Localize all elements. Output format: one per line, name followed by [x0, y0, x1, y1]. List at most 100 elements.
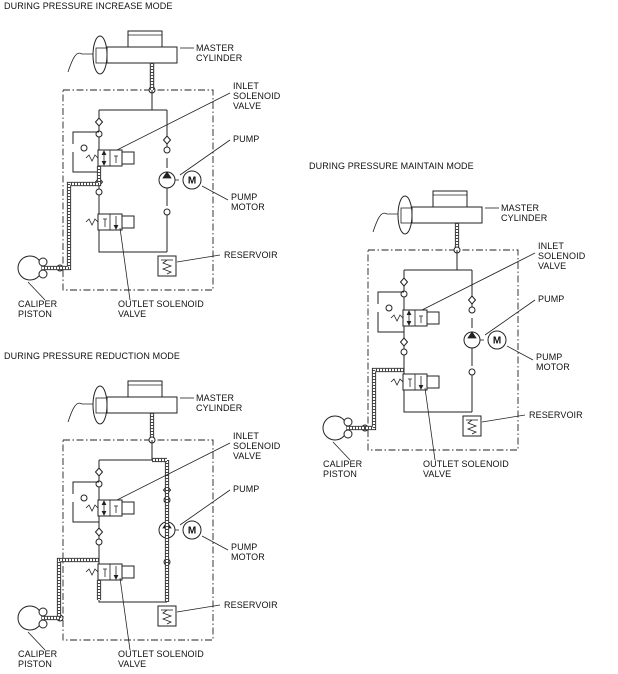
master-cylinder	[372, 190, 483, 235]
label-outlet-valve-line: OUTLET SOLENOID	[118, 649, 204, 659]
leader-pump	[179, 139, 231, 176]
label-pump-line: PUMP	[233, 134, 259, 144]
leader-caliper	[27, 631, 46, 651]
leader-motor	[201, 185, 229, 201]
reservoir	[157, 605, 177, 627]
inlet-bypass-lower	[72, 502, 99, 523]
master-cylinder	[67, 30, 178, 75]
reservoir	[462, 415, 482, 437]
label-caliper-piston-line: PISTON	[323, 469, 357, 479]
pump	[463, 331, 484, 349]
pump-outlet-circle	[468, 306, 476, 314]
label-inlet-valve-line: INLET	[233, 81, 259, 91]
label-master-cylinder-line: MASTER	[196, 393, 235, 403]
mode-title: DURING PRESSURE REDUCTION MODE	[4, 351, 180, 361]
pump-arrow	[162, 171, 172, 179]
mid-filter	[400, 348, 408, 356]
label-pump-motor-line: PUMP	[231, 192, 257, 202]
mode-title: DURING PRESSURE INCREASE MODE	[4, 1, 172, 11]
motor-letter: M	[493, 336, 501, 347]
caliper-piston	[322, 415, 353, 441]
label-pump-line: PUMP	[233, 484, 259, 494]
label-pump-motor-line: MOTOR	[231, 202, 265, 212]
leader-motor	[201, 535, 229, 551]
pump-arrow	[467, 331, 477, 339]
leader-reservoir	[481, 414, 526, 423]
label-master-cylinder-line: MASTER	[501, 203, 540, 213]
leader-inlet	[116, 92, 231, 151]
pump-check-upper	[162, 135, 172, 145]
label-pump: PUMP	[538, 294, 564, 304]
label-reservoir-line: RESERVOIR	[224, 250, 278, 260]
inlet-solenoid-valve	[385, 304, 440, 327]
label-inlet-valve-line: SOLENOID	[233, 441, 281, 451]
label-inlet-valve-line: SOLENOID	[233, 91, 281, 101]
label-pump-motor-line: MOTOR	[231, 552, 265, 562]
inlet-solenoid-valve	[80, 144, 135, 167]
leader-pump	[484, 299, 536, 336]
label-pump-motor-line: PUMP	[536, 352, 562, 362]
mode-title: DURING PRESSURE MAINTAIN MODE	[309, 161, 474, 171]
mid-check-valve	[94, 527, 104, 537]
leader-outlet	[424, 387, 436, 461]
pump-motor: M	[182, 170, 202, 190]
inlet-bypass-upper	[72, 481, 99, 494]
inlet-bypass-upper	[72, 131, 99, 144]
label-outlet-valve-line: VALVE	[118, 659, 146, 669]
outlet-to-reservoir	[403, 390, 472, 413]
label-pump-line: PUMP	[538, 294, 564, 304]
label-outlet-valve-line: OUTLET SOLENOID	[118, 299, 204, 309]
hatch-held-caliper	[365, 367, 404, 431]
reservoir	[157, 255, 177, 277]
label-reservoir-line: RESERVOIR	[224, 600, 278, 610]
label-pump-motor-line: PUMP	[231, 542, 257, 552]
hydraulic-unit-box	[62, 439, 214, 641]
leader-caliper	[332, 441, 351, 461]
label-reservoir: RESERVOIR	[224, 250, 278, 260]
label-caliper-piston-line: CALIPER	[323, 459, 363, 469]
hatch-to-caliper	[60, 166, 102, 271]
label-inlet-valve-line: VALVE	[233, 101, 261, 111]
pump-outlet-circle	[163, 146, 171, 154]
pump-inlet-circle	[163, 208, 171, 216]
label-reservoir-line: RESERVOIR	[529, 410, 583, 420]
pump-motor: M	[487, 330, 507, 350]
label-pump-motor-line: MOTOR	[536, 362, 570, 372]
inlet-check-valve	[399, 277, 409, 287]
inlet-bypass-upper	[377, 291, 404, 304]
pump-motor: M	[182, 520, 202, 540]
label-caliper-piston-line: CALIPER	[18, 649, 58, 659]
motor-letter: M	[188, 526, 196, 537]
motor-letter: M	[188, 176, 196, 187]
label-inlet-valve-line: INLET	[233, 431, 259, 441]
label-reservoir: RESERVOIR	[224, 600, 278, 610]
label-caliper-piston-line: PISTON	[18, 309, 52, 319]
label-outlet-valve-line: VALVE	[118, 309, 146, 319]
master-cylinder	[67, 380, 178, 425]
label-outlet-valve-line: VALVE	[423, 469, 451, 479]
leader-inlet	[116, 442, 231, 501]
inlet-solenoid-valve	[80, 494, 135, 517]
mid-check-valve	[399, 337, 409, 347]
leader-inlet	[421, 252, 536, 311]
outlet-solenoid-valve	[85, 213, 135, 231]
inlet-check-valve	[94, 117, 104, 127]
label-master-cylinder-line: CYLINDER	[196, 403, 243, 413]
label-caliper-piston-line: CALIPER	[18, 299, 58, 309]
leader-reservoir	[176, 254, 221, 263]
